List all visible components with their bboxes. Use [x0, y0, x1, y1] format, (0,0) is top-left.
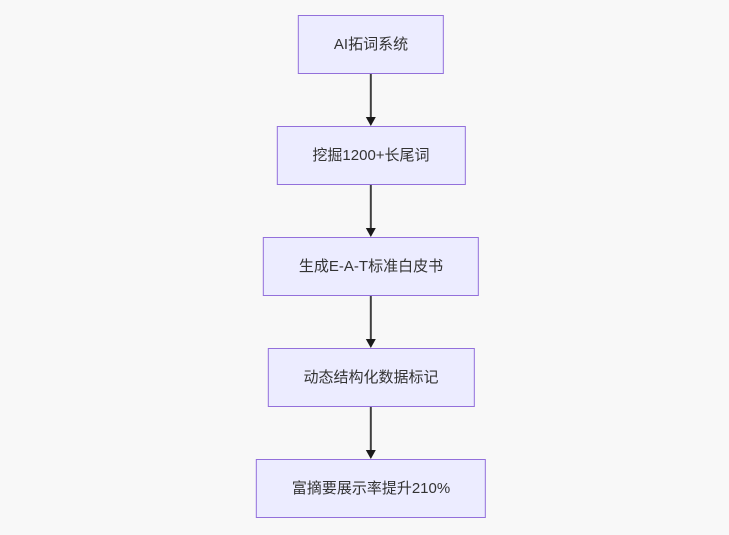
flow-node-structured-data: 动态结构化数据标记 — [267, 348, 475, 407]
arrowhead-icon — [366, 228, 376, 237]
flowchart: AI拓词系统 挖掘1200+长尾词 生成E-A-T标准白皮书 动态结构化数据标记 — [255, 15, 487, 518]
arrow-down-1 — [366, 74, 376, 126]
arrow-line — [370, 185, 372, 228]
arrow-down-2 — [366, 185, 376, 237]
arrowhead-icon — [366, 339, 376, 348]
arrow-down-3 — [366, 296, 376, 348]
flow-node-label: 富摘要展示率提升210% — [291, 480, 451, 497]
flow-node-label: 生成E-A-T标准白皮书 — [298, 258, 444, 275]
flow-node-rich-snippet-result: 富摘要展示率提升210% — [255, 459, 487, 518]
arrow-line — [370, 407, 372, 450]
arrow-line — [370, 296, 372, 339]
flow-node-ai-word-system: AI拓词系统 — [297, 15, 445, 74]
flow-node-longtail-mining: 挖掘1200+长尾词 — [276, 126, 466, 185]
arrow-down-4 — [366, 407, 376, 459]
arrowhead-icon — [366, 117, 376, 126]
flow-node-label: 动态结构化数据标记 — [303, 369, 439, 386]
flow-node-eat-whitepaper: 生成E-A-T标准白皮书 — [262, 237, 480, 296]
flow-node-label: AI拓词系统 — [333, 36, 409, 53]
arrowhead-icon — [366, 450, 376, 459]
flow-node-label: 挖掘1200+长尾词 — [312, 147, 430, 164]
arrow-line — [370, 74, 372, 117]
